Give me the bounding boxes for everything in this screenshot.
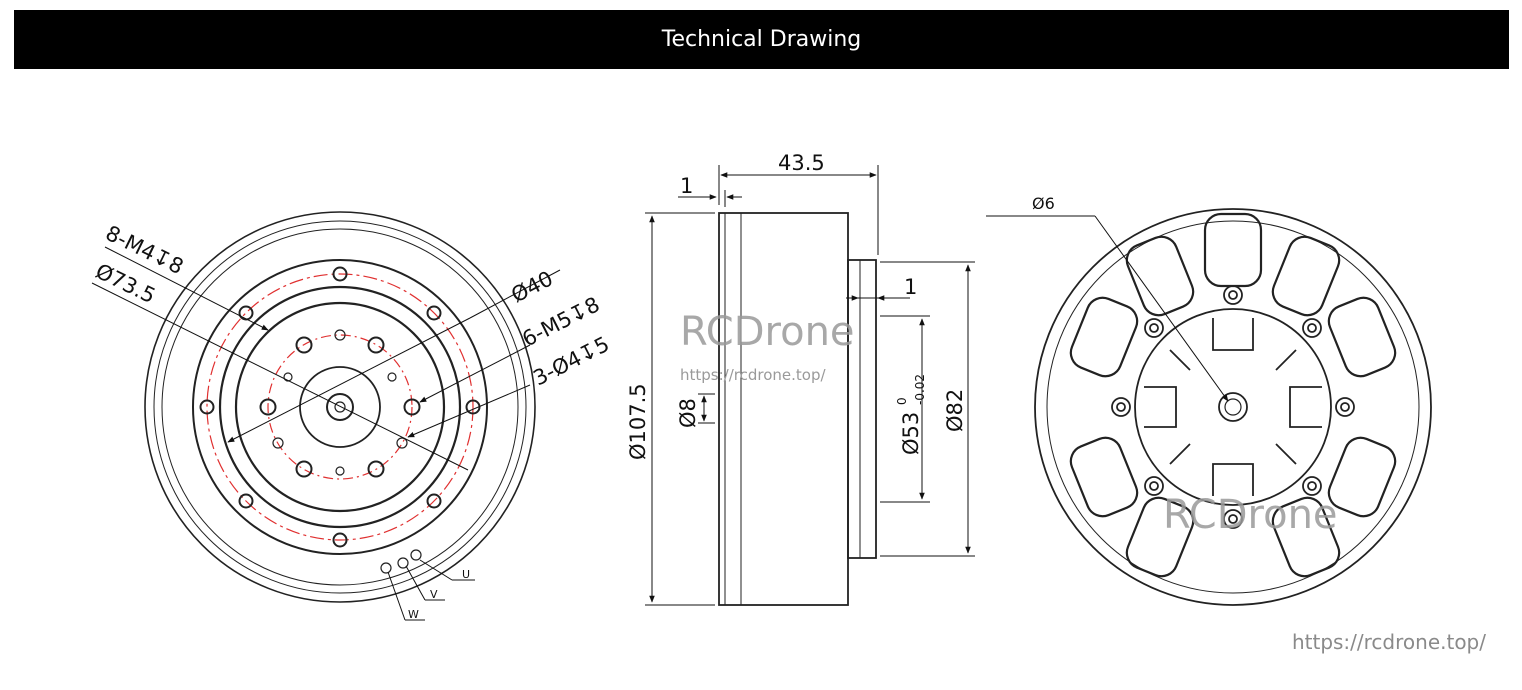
bolt-ring-outer [192, 259, 488, 555]
ring-4 [234, 301, 446, 513]
hub-ring [299, 366, 381, 448]
label-step: 1 [904, 275, 917, 299]
rim-inner-2 [161, 228, 519, 586]
back-windows [1069, 212, 1397, 578]
label-body-dia: Ø107.5 [626, 383, 650, 460]
back-view [986, 208, 1432, 606]
phase-holes [380, 549, 422, 574]
m4-holes [199, 266, 481, 548]
pcd-40 [267, 334, 413, 480]
back-spokes [1144, 318, 1322, 496]
back-holes [1111, 285, 1355, 529]
label-shaft-dia: Ø8 [676, 398, 700, 428]
d4-holes [272, 329, 408, 476]
label-phase-u: U [462, 568, 470, 581]
outer-rim [144, 211, 536, 603]
label-phase-v: V [430, 588, 438, 601]
watermark-url: https://rcdrone.top/ [680, 366, 826, 384]
pcd-73-5 [206, 273, 474, 541]
label-center-hole: Ø6 [1032, 194, 1055, 213]
rim-inner [153, 220, 527, 594]
label-d73-5: Ø73.5 [92, 259, 159, 308]
label-pilot-tol-lower: -0.02 [913, 374, 927, 405]
m5-holes [259, 336, 421, 478]
label-pilot-tol-upper: 0 [895, 397, 909, 405]
side-view [645, 165, 975, 606]
back-outer [1034, 208, 1432, 606]
label-flange: 1 [680, 174, 693, 198]
header-bar: Technical Drawing [14, 10, 1509, 69]
back-rim [1046, 220, 1420, 594]
label-d40: Ø40 [507, 266, 556, 307]
back-hub-outer [1134, 308, 1332, 506]
label-pilot-dia: Ø53 [899, 412, 923, 455]
side-base [847, 259, 877, 559]
back-center-hole [1218, 392, 1248, 422]
page-title: Technical Drawing [661, 27, 862, 52]
label-phase-w: W [408, 608, 419, 621]
side-body [718, 212, 849, 606]
watermark-brand-bottom: RCDrone [1163, 492, 1338, 538]
footer-url: https://rcdrone.top/ [1291, 630, 1486, 654]
label-base-dia: Ø82 [943, 389, 967, 432]
front-view [91, 211, 561, 621]
front-leaders [91, 246, 561, 621]
shaft-hole [326, 393, 354, 421]
ring-3 [218, 285, 462, 529]
watermark-brand: RCDrone [680, 309, 855, 355]
label-length: 43.5 [778, 151, 825, 175]
shaft-center [334, 401, 346, 413]
